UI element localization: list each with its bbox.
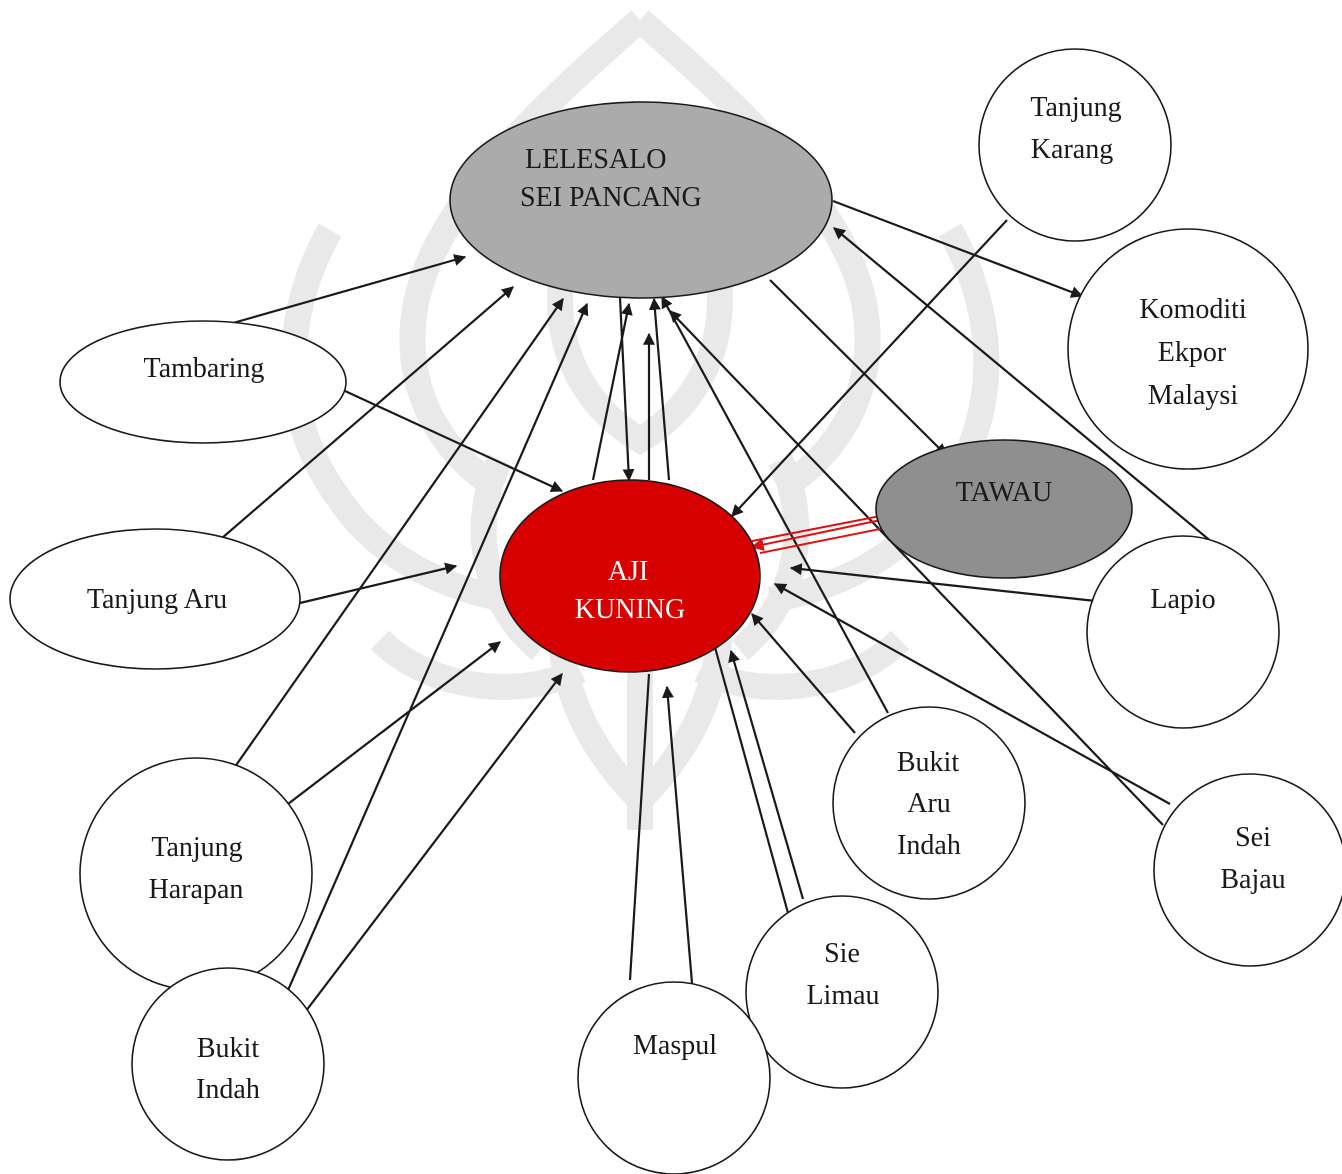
node-maspul-shape [577, 981, 771, 1174]
node-tanjung-aru: Tanjung Aru [9, 528, 301, 670]
node-sie-limau-line2: Limau [806, 980, 879, 1011]
edge-sie-limau-to-aji-kuning-b [728, 649, 805, 900]
node-bukit-aru-indah-line1: Bukit [897, 747, 959, 778]
node-lapio: Lapio [1086, 535, 1280, 729]
node-lelesalo-shape [449, 101, 833, 299]
node-sei-bajau-line2: Bajau [1220, 864, 1285, 895]
node-lapio-label: Lapio [1150, 584, 1215, 615]
node-tawau: TAWAU [875, 439, 1133, 579]
edge-lelesalo-to-tawau [769, 279, 947, 456]
node-sei-bajau: Sei Bajau [1153, 773, 1342, 967]
edge-tambaring-to-aji-kuning [344, 390, 564, 492]
node-lelesalo-line2: SEI PANCANG [520, 182, 702, 213]
edge-tanjung-karang-to-aji-kuning [731, 219, 1008, 517]
node-aji-kuning: AJI KUNING [499, 479, 761, 673]
node-aji-kuning-shape [499, 479, 761, 673]
edge-maspul-to-aji-kuning [661, 685, 694, 984]
node-tanjung-aru-shape [9, 528, 301, 670]
node-bukit-aru-indah-shape [832, 706, 1026, 900]
node-sie-limau-shape [745, 895, 939, 1089]
node-tanjung-harapan: Tanjung Harapan [79, 757, 313, 991]
edge-sie-limau-to-aji-kuning-a [711, 639, 790, 914]
edge-bukit-aru-indah-to-lelesalo [661, 295, 889, 714]
node-tawau-label: TAWAU [956, 477, 1053, 508]
edge-bukit-indah-to-aji-kuning [289, 673, 563, 1033]
node-bukit-indah-line2: Indah [196, 1074, 260, 1105]
node-maspul: Maspul [577, 981, 771, 1174]
edge-lapio-to-lelesalo [833, 227, 1214, 544]
node-aji-kuning-line1: AJI [608, 556, 648, 587]
node-tanjung-aru-label: Tanjung Aru [87, 584, 227, 615]
edge-tanjung-aru-to-lelesalo [206, 286, 514, 552]
node-maspul-label: Maspul [633, 1030, 717, 1061]
node-bukit-aru-indah-line3: Indah [897, 830, 961, 861]
edge-tanjung-harapan-to-lelesalo [224, 298, 564, 782]
edge-maspul-to-lelesalo [628, 673, 651, 981]
edge-aji-kuning-to-lelesalo-a [591, 302, 633, 481]
edge-tanjung-harapan-to-aji-kuning [287, 641, 501, 805]
edge-sei-bajau-to-aji-kuning [773, 583, 1171, 805]
node-bukit-indah: Bukit Indah [131, 967, 325, 1161]
node-aji-kuning-line2: KUNING [575, 594, 685, 625]
node-lapio-shape [1086, 535, 1280, 729]
edge-lelesalo-to-aji-kuning [618, 297, 635, 482]
node-tanjung-karang-line2: Karang [1031, 134, 1113, 165]
node-lelesalo-line1: LELESALO [525, 144, 667, 175]
node-komoditi-shape [1067, 228, 1309, 470]
edge-bukit-aru-indah-to-aji-kuning [751, 613, 856, 734]
edge-tambaring-to-lelesalo [232, 254, 467, 325]
node-tambaring: Tambaring [59, 320, 347, 444]
node-sei-bajau-shape [1153, 773, 1342, 967]
node-bukit-aru-indah-line2: Aru [907, 788, 951, 819]
node-tanjung-harapan-line1: Tanjung [151, 832, 242, 863]
node-lelesalo-sei-pancang: LELESALO SEI PANCANG [449, 101, 833, 299]
node-tambaring-shape [59, 320, 347, 444]
node-tanjung-karang-shape [978, 48, 1172, 242]
node-komoditi-line2: Ekpor [1158, 337, 1227, 368]
edge-aji-kuning-to-lelesalo-c [648, 297, 671, 481]
node-tanjung-karang: Tanjung Karang [978, 48, 1172, 242]
edge-sei-bajau-to-lelesalo [669, 310, 1164, 826]
node-tambaring-label: Tambaring [144, 353, 265, 384]
edge-lapio-to-aji-kuning [789, 563, 1106, 604]
node-tanjung-harapan-line2: Harapan [149, 874, 244, 905]
node-tawau-shape [875, 439, 1133, 579]
node-komoditi-ekpor-malaysi: Komoditi Ekpor Malaysi [1067, 228, 1309, 470]
edge-tanjung-aru-to-aji-kuning [299, 562, 458, 605]
node-sie-limau: Sie Limau [745, 895, 939, 1089]
edge-lelesalo-to-komoditi [832, 199, 1084, 298]
node-sie-limau-line1: Sie [824, 938, 860, 969]
node-komoditi-line3: Malaysi [1148, 380, 1238, 411]
node-sei-bajau-line1: Sei [1235, 822, 1271, 853]
edge-bukit-indah-to-lelesalo [270, 302, 589, 1028]
node-bukit-indah-shape [131, 967, 325, 1161]
node-bukit-aru-indah: Bukit Aru Indah [832, 706, 1026, 900]
node-komoditi-line1: Komoditi [1139, 294, 1247, 325]
node-tanjung-karang-line1: Tanjung [1030, 92, 1121, 123]
edge-tawau-to-aji-kuning [750, 516, 896, 551]
node-bukit-indah-line1: Bukit [197, 1033, 259, 1064]
